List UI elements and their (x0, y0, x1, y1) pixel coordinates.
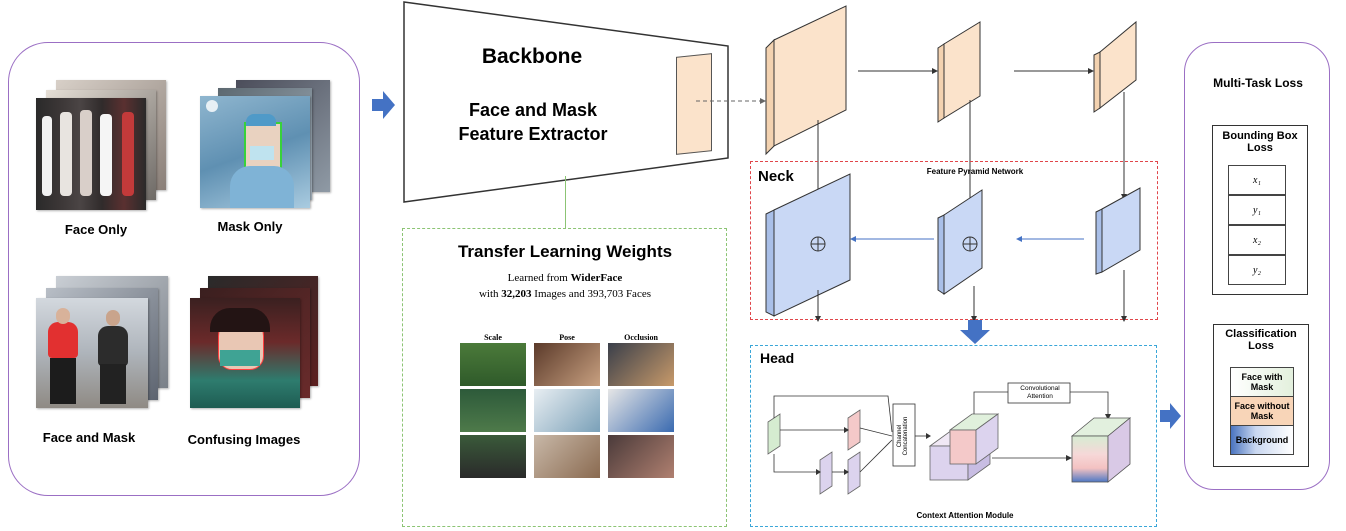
neck-panel (750, 161, 1158, 320)
transfer-with-images: with 32,203 Images and 393,703 Faces (420, 288, 710, 300)
classification-loss-title: Classification Loss (1225, 328, 1297, 352)
images-suffix: Images and 393,703 Faces (531, 288, 651, 300)
images-count: 32,203 (501, 288, 532, 300)
fpn-label: Feature Pyramid Network (926, 167, 1024, 176)
neck-label: Neck (758, 168, 794, 185)
head-panel (750, 345, 1157, 527)
bbox-x2: x₂ (1228, 225, 1286, 255)
bbox-y1: y₁ (1228, 195, 1286, 225)
input-images-panel (8, 42, 360, 496)
backbone-subtitle-line2: Feature Extractor (458, 124, 608, 144)
backbone-feature-maps (696, 5, 1137, 236)
confusing-images-label: Confusing Images (187, 432, 301, 447)
bbox-loss-title: Bounding Box Loss (1222, 130, 1298, 154)
transfer-learning-title: Transfer Learning Weights (457, 242, 673, 261)
bbox-y2: y₂ (1228, 255, 1286, 285)
bbox-loss-box (1212, 125, 1308, 295)
backbone-title: Backbone (481, 45, 583, 68)
neck-to-head-arrow (960, 320, 990, 344)
head-to-loss-arrow (1160, 403, 1181, 429)
cls-face-without-mask: Face without Mask (1230, 396, 1294, 426)
context-attention-diagram (767, 382, 1132, 495)
backbone-trapezoid (403, 1, 729, 203)
context-attention-module-label: Context Attention Module (916, 511, 1014, 520)
learned-from-prefix: Learned from (507, 272, 571, 284)
fpn-feature-maps (765, 173, 1141, 322)
col-label-occlusion: Occlusion (624, 333, 658, 342)
multi-task-loss-title: Multi-Task Loss (1213, 76, 1303, 90)
cls-background: Background (1230, 425, 1294, 455)
learned-from-dataset: WiderFace (570, 272, 623, 284)
classification-loss-box (1213, 324, 1309, 467)
face-only-label: Face Only (64, 222, 128, 237)
head-label: Head (760, 350, 795, 366)
transfer-learning-panel (402, 228, 727, 527)
mask-only-label: Mask Only (217, 219, 283, 234)
input-to-backbone-arrow (372, 91, 395, 119)
col-label-pose: Pose (559, 333, 575, 342)
cls-face-with-mask: Face with Mask (1230, 367, 1294, 397)
channel-concatenation-label: Channel Concatenation (897, 416, 909, 456)
multi-task-loss-panel (1184, 42, 1330, 490)
backbone-transfer-connector (565, 176, 566, 228)
transfer-learned-from: Learned from WiderFace (420, 272, 710, 284)
convolutional-attention-label: Convolutional Attention (1020, 385, 1060, 400)
face-and-mask-label: Face and Mask (42, 430, 136, 445)
with-prefix: with (478, 288, 502, 300)
col-label-scale: Scale (484, 333, 502, 342)
backbone-subtitle-line1: Face and Mask (468, 100, 598, 120)
bbox-x1: x₁ (1228, 165, 1286, 195)
